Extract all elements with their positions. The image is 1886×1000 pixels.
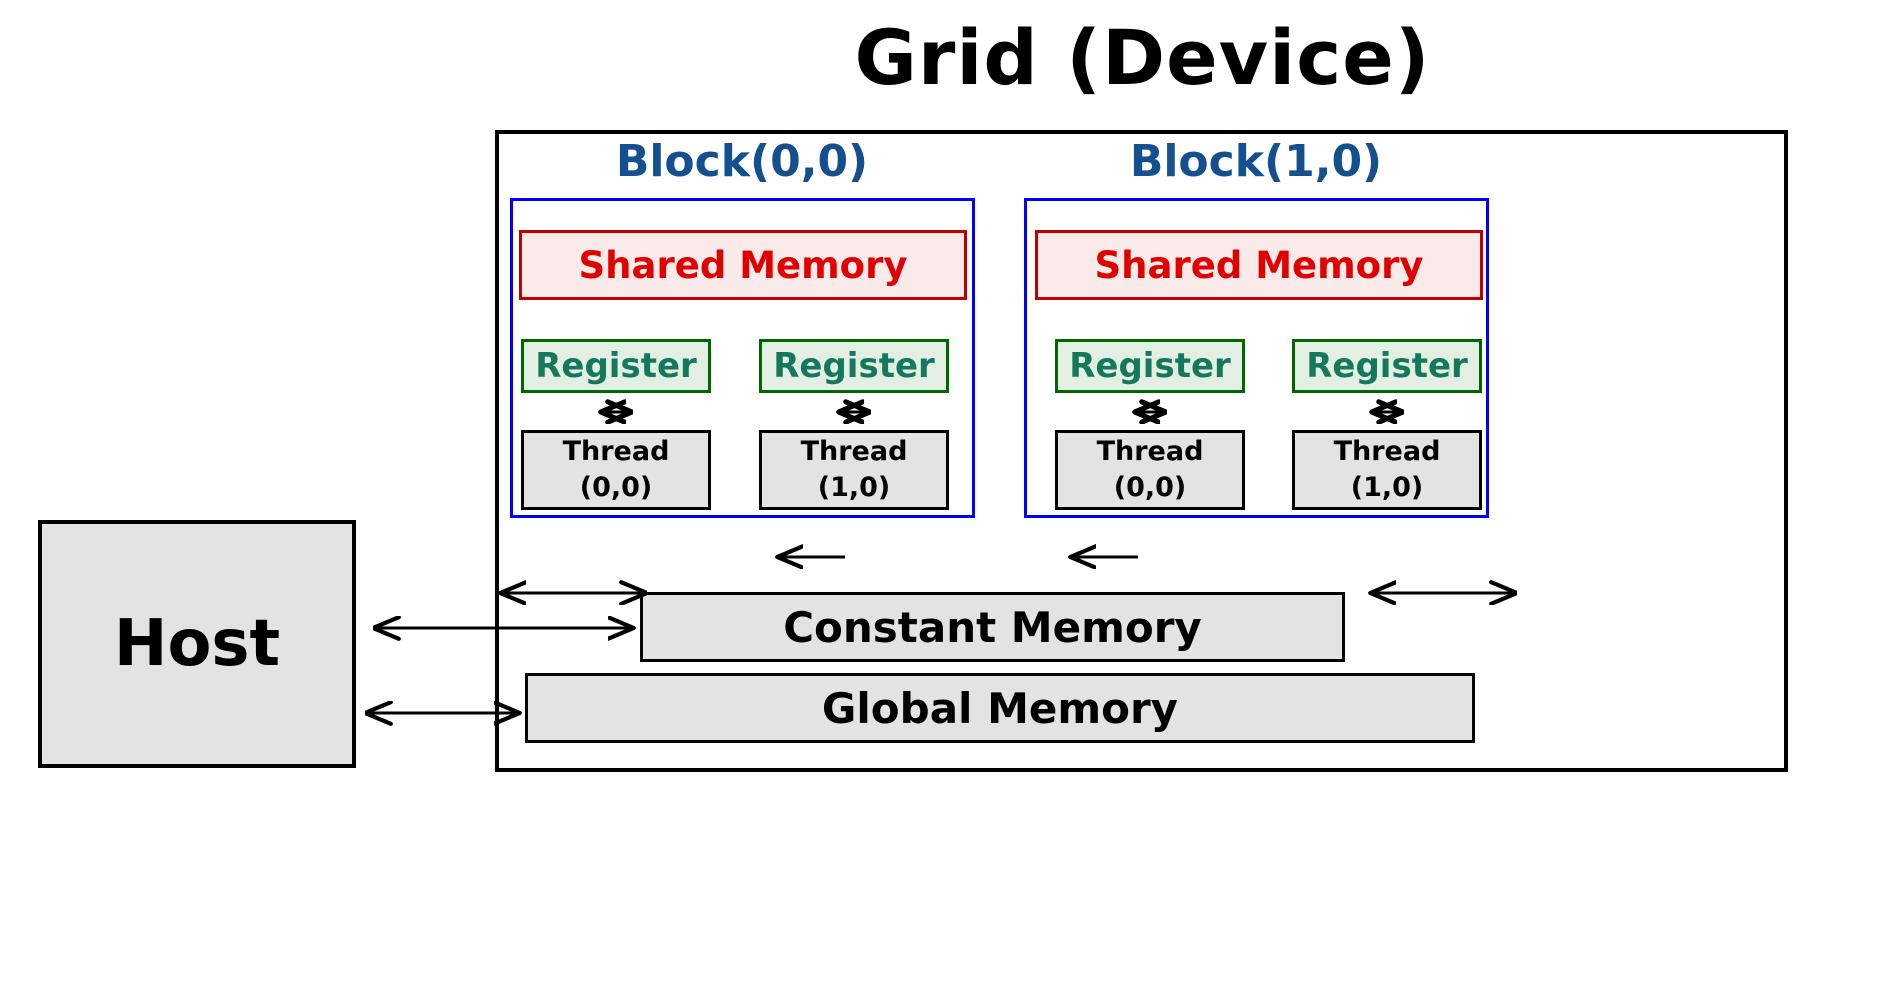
thread-block-1-0-index-1-0: Thread (1,0) [1292,430,1482,510]
thread-block-1-0-index-0-0: Thread (0,0) [1055,430,1245,510]
thread-index-label: (1,0) [817,472,891,503]
thread-name-label: Thread [800,435,908,467]
thread-index-label: (0,0) [579,472,653,503]
thread-name-label: Thread [1333,435,1441,467]
register-block-1-0-thread-0: Register [1055,339,1245,393]
thread-block-0-0-index-1-0: Thread (1,0) [759,430,949,510]
thread-name-label: Thread [562,435,670,467]
register-block-0-0-thread-1: Register [759,339,949,393]
block-label-1-0: Block(1,0) [1129,136,1383,187]
host-box: Host [38,520,356,768]
register-block-1-0-thread-1: Register [1292,339,1482,393]
thread-block-0-0-index-0-0: Thread (0,0) [521,430,711,510]
grid-device-container [495,130,1788,772]
register-block-0-0-thread-0: Register [521,339,711,393]
shared-memory-block-1-0: Shared Memory [1035,230,1483,300]
global-memory-bar: Global Memory [525,673,1475,743]
thread-name-label: Thread [1096,435,1204,467]
constant-memory-bar: Constant Memory [640,592,1345,662]
block-container-1-0 [1024,198,1489,518]
shared-memory-block-0-0: Shared Memory [519,230,967,300]
thread-index-label: (0,0) [1113,472,1187,503]
block-label-0-0: Block(0,0) [615,136,869,187]
thread-index-label: (1,0) [1350,472,1424,503]
block-container-0-0 [510,198,975,518]
page-title: Grid (Device) [854,13,1431,102]
